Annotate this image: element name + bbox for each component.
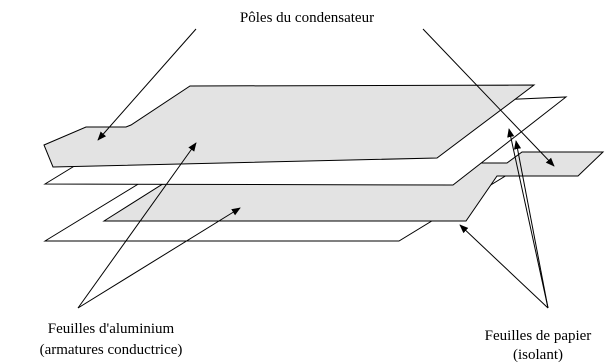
- pole-arrow-right: [422, 28, 555, 167]
- aluminium-label-line1: Feuilles d'aluminium: [48, 321, 175, 337]
- paper-label-line1: Feuilles de papier: [485, 328, 592, 344]
- paper-arrow-lower: [459, 224, 549, 309]
- aluminium-label-line2: (armatures conductrice): [40, 342, 183, 358]
- paper-arrow-upper-b: [513, 140, 549, 309]
- aluminium-arrow-lower: [77, 207, 241, 309]
- paper-label-line2: (isolant): [513, 347, 563, 363]
- poles-label: Pôles du condensateur: [240, 10, 374, 26]
- aluminium-arrow-upper: [77, 142, 197, 309]
- pole-arrow-left: [97, 28, 197, 141]
- paper-arrow-upper-a: [507, 128, 549, 309]
